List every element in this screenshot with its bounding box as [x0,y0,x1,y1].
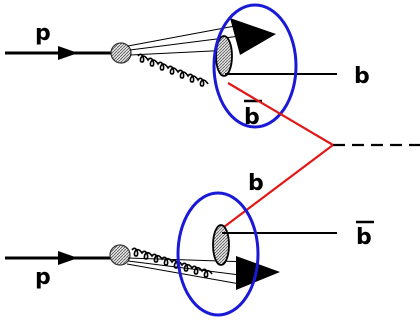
top-proton-arrowhead [58,46,78,60]
middle-b-label: b [248,171,264,196]
bottom-proton-group: p b [5,191,374,317]
top-proton-group: p b b [5,3,370,130]
top-b-label: b [354,64,370,89]
scatter-lines: b [219,82,420,231]
top-bbar-label: b [244,105,260,130]
top-proton-blob [110,42,132,64]
red-line-lower [219,144,334,231]
bottom-proton-label: p [35,265,51,290]
bottom-jet-line-1 [127,257,251,263]
bottom-jet-arrowhead [236,256,280,290]
bottom-bbar-label: b [356,225,372,250]
top-proton-label: p [35,21,51,46]
top-jet-arrowhead [230,18,276,55]
top-gluon [137,53,209,87]
bottom-proton-arrowhead [58,251,78,265]
bottom-hard-scatter-blob [212,224,230,266]
top-blue-ellipse [212,3,298,129]
red-line-upper [227,82,334,146]
bottom-proton-blob [109,244,131,266]
bottom-gluon [131,247,213,278]
bottom-blue-ellipse [176,191,260,317]
bottom-jet-line-3 [126,263,241,285]
top-jet-line-1 [127,25,236,47]
